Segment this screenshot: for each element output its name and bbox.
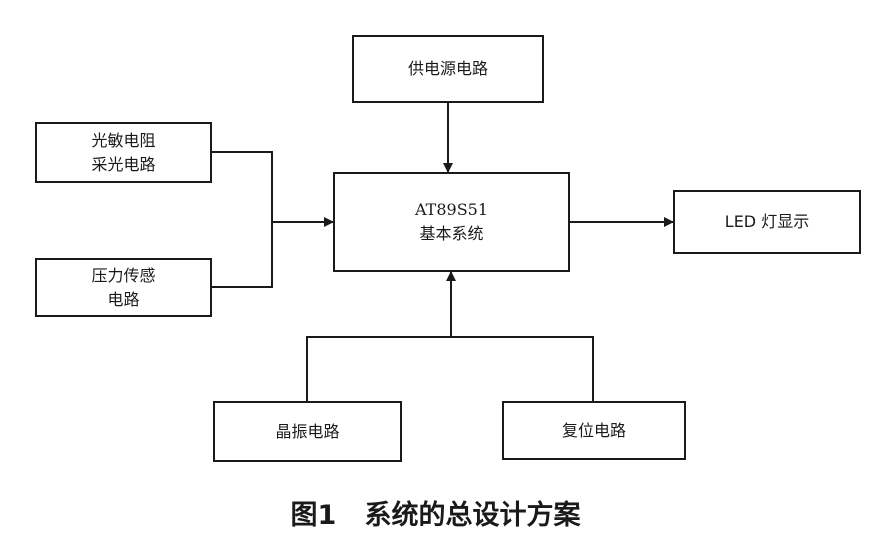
- mcu-block: AT89S51 基本系统: [333, 172, 570, 272]
- power-supply-label: 供电源电路: [407, 59, 488, 78]
- power-supply-block: 供电源电路: [352, 35, 544, 103]
- crystal-oscillator-block: 晶振电路: [213, 401, 402, 462]
- wire-reset-branch: [451, 336, 594, 401]
- photoresistor-label-line1: 光敏电阻: [91, 130, 156, 150]
- wire-photoresistor-branch: [211, 151, 273, 222]
- crystal-oscillator-label: 晶振电路: [275, 421, 340, 441]
- pressure-sensor-label-line2: 电路: [107, 289, 140, 309]
- pressure-sensor-block: 压力传感 电路: [35, 258, 212, 317]
- led-display-label: LED 灯显示: [724, 212, 810, 231]
- wire-crystal-branch: [306, 336, 451, 401]
- figure-caption: 图1 系统的总设计方案: [0, 498, 871, 534]
- figure-title: 系统的总设计方案: [364, 500, 581, 531]
- led-display-block: LED 灯显示: [673, 190, 861, 254]
- pressure-sensor-label-line1: 压力传感: [91, 265, 156, 285]
- mcu-system-label: 基本系统: [419, 224, 484, 243]
- wire-pressure-branch: [211, 222, 273, 288]
- mcu-model-label: AT89S51: [414, 200, 489, 219]
- reset-circuit-block: 复位电路: [502, 401, 686, 460]
- photoresistor-block: 光敏电阻 采光电路: [35, 122, 212, 183]
- photoresistor-label-line2: 采光电路: [91, 154, 156, 174]
- figure-number: 图1: [290, 500, 337, 531]
- reset-circuit-label: 复位电路: [561, 420, 626, 440]
